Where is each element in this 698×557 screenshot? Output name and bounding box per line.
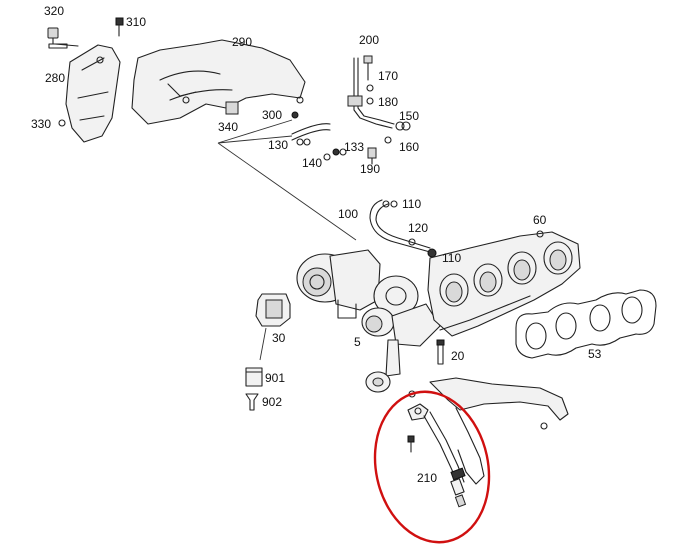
clip-901 [245, 367, 263, 387]
oil-pipe-210 [407, 403, 485, 508]
seal-160 [384, 136, 392, 144]
gasket-53 [515, 289, 657, 359]
stud-20 [436, 339, 445, 365]
label-300: 300 [262, 108, 282, 122]
turbocharger-5 [296, 249, 441, 393]
label-110-bottom: 110 [442, 251, 461, 265]
oil-line-150 [347, 57, 411, 131]
label-100: 100 [338, 207, 358, 221]
highlight-circle [373, 390, 491, 544]
label-5: 5 [354, 335, 361, 349]
bolt-210-side [407, 435, 415, 453]
label-340: 340 [218, 120, 238, 134]
label-200: 200 [359, 33, 379, 47]
label-150: 150 [399, 109, 419, 123]
nut-340 [225, 101, 239, 115]
label-140: 140 [302, 156, 322, 170]
fitting-190 [367, 147, 377, 165]
label-170: 170 [378, 69, 398, 83]
pipe-100 [369, 199, 437, 258]
fitting-133 [332, 148, 347, 156]
seal-180 [366, 97, 374, 105]
label-902: 902 [262, 395, 282, 409]
label-320: 320 [44, 4, 64, 18]
bolt-320 [47, 27, 79, 49]
label-20: 20 [451, 349, 465, 363]
label-53: 53 [588, 347, 602, 361]
bracket-30 [255, 293, 291, 361]
washer-170 [366, 84, 374, 92]
label-160: 160 [399, 140, 419, 154]
label-133: 133 [344, 140, 364, 154]
leader-lines [217, 119, 357, 241]
heat-shield-290 [131, 39, 306, 125]
label-110-top: 110 [402, 197, 421, 211]
label-130: 130 [268, 138, 288, 152]
washer-330 [58, 119, 66, 127]
screw-902 [245, 393, 259, 411]
support-bracket [408, 377, 569, 430]
label-901: 901 [265, 371, 285, 385]
label-60: 60 [533, 213, 547, 227]
screw-300 [291, 111, 299, 119]
label-290: 290 [232, 35, 252, 49]
seal-140 [323, 153, 331, 161]
exhaust-manifold-60 [427, 230, 581, 337]
bolt-310 [115, 17, 124, 37]
heat-shield-280 [65, 44, 121, 143]
label-330: 330 [31, 117, 51, 131]
label-30: 30 [272, 331, 286, 345]
label-180: 180 [378, 95, 398, 109]
bolt-200 [363, 55, 373, 81]
label-120: 120 [408, 221, 428, 235]
label-280: 280 [45, 71, 65, 85]
label-190: 190 [360, 162, 380, 176]
label-210: 210 [417, 471, 437, 485]
oil-line-130 [291, 123, 331, 146]
label-310: 310 [126, 15, 146, 29]
